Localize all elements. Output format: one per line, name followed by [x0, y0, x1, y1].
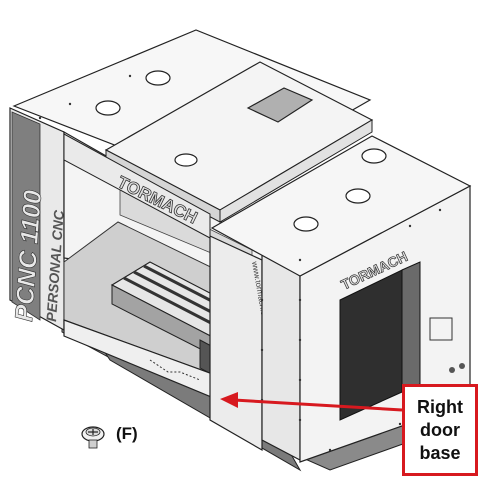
top-hole — [345, 188, 371, 204]
top-hole — [361, 148, 387, 164]
roof-panel-center — [104, 61, 374, 223]
callout-line-3: base — [419, 442, 461, 463]
callout-line-2: door — [420, 419, 460, 440]
roof-hole — [145, 70, 171, 86]
roof-hole — [174, 153, 198, 167]
fastener-label: (F) — [116, 424, 138, 443]
callout-line-1: Right — [417, 396, 463, 417]
front-post — [209, 235, 263, 452]
side-logo-model: PCNC 1100 — [10, 189, 47, 322]
left-wall-frame — [63, 133, 211, 239]
rivets — [38, 74, 442, 452]
callout-box: Right door base — [402, 384, 478, 476]
roof-hole — [95, 100, 121, 116]
top-hole — [293, 216, 319, 232]
right-top-panel — [210, 135, 472, 277]
side-logo-subtitle: PERSONAL CNC — [43, 209, 67, 322]
callout-arrow — [220, 392, 403, 412]
door-base-seam — [149, 359, 201, 381]
screw-head-icon — [81, 426, 105, 449]
viewing-window — [246, 87, 314, 123]
left-side-panel — [9, 107, 65, 332]
